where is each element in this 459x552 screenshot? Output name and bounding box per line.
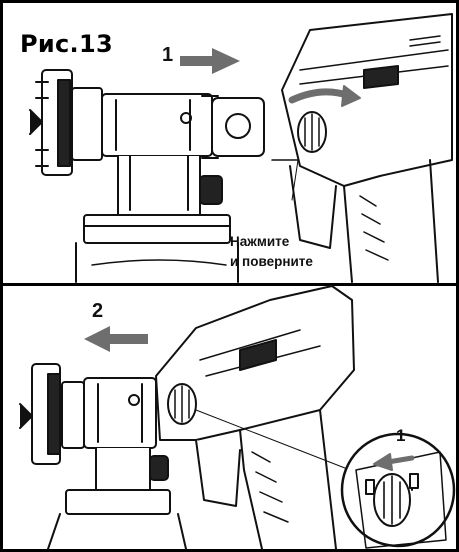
bottom-gun-body [155, 285, 355, 550]
inset-step-label: 1 [396, 426, 406, 445]
panel-divider [0, 283, 459, 286]
step1-arrow [180, 48, 240, 74]
inset-magnifier [340, 432, 456, 549]
caption: Нажмите и поверните [230, 232, 313, 272]
bottom-nozzle-assembly [19, 363, 187, 550]
top-gun-body [271, 13, 453, 283]
step-label-top: 1 [162, 44, 174, 66]
caption-line2: и поверните [230, 254, 313, 269]
step2-arrow [84, 326, 148, 352]
top-nozzle-assembly [29, 69, 265, 283]
figure-title: Рис.13 [20, 30, 113, 58]
step-label-bottom: 2 [92, 300, 104, 322]
caption-line1: Нажмите [230, 234, 290, 249]
